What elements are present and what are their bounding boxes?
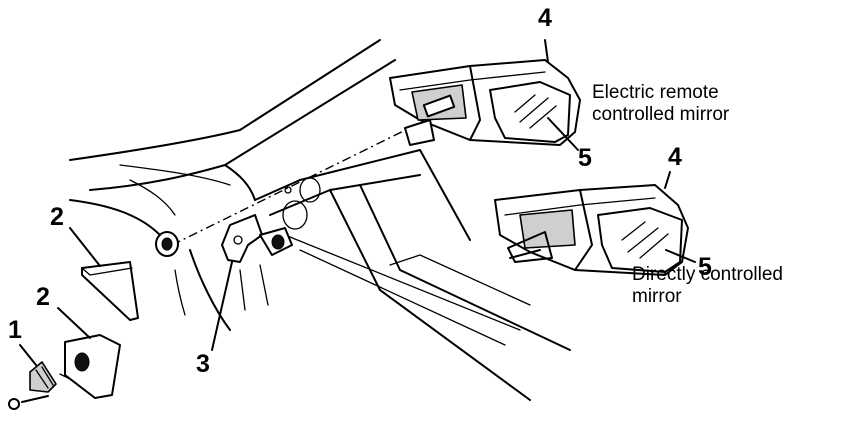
inner-garnish-lower	[64, 334, 121, 399]
leader-4-electric	[544, 39, 549, 63]
leader-3	[211, 261, 233, 351]
callout-part-4-electric: 4	[538, 4, 552, 32]
caption-electric-line-1: Electric remote	[592, 82, 719, 103]
callout-part-1: 1	[8, 316, 22, 344]
caption-direct-line-1: Directly controlled	[632, 264, 783, 285]
caption-electric-mirror: Electric remote controlled mirror	[592, 82, 729, 126]
leader-2-upper	[69, 227, 101, 267]
callout-part-5-electric: 5	[578, 144, 592, 172]
callout-part-4-direct: 4	[668, 143, 682, 171]
caption-electric-line-2: controlled mirror	[592, 104, 730, 125]
callout-part-3: 3	[196, 350, 210, 378]
cap-and-screw	[8, 361, 73, 410]
leader-5-direct	[665, 249, 696, 263]
callout-part-2-upper: 2	[50, 203, 64, 231]
door-body-outline	[69, 39, 571, 401]
leader-4-direct	[664, 171, 671, 189]
mounting-bracket	[221, 214, 293, 263]
direct-mirror-assembly	[494, 184, 689, 276]
caption-direct-line-2: mirror	[632, 286, 682, 307]
leader-5-electric	[547, 117, 579, 151]
callout-part-2-lower: 2	[36, 283, 50, 311]
grommet	[155, 231, 179, 257]
callout-part-5-direct: 5	[698, 253, 712, 281]
caption-direct-mirror: Directly controlled mirror	[632, 264, 783, 308]
electric-mirror-assembly	[389, 59, 581, 146]
inner-cover-upper	[81, 261, 139, 321]
leader-2-lower	[57, 307, 91, 339]
leader-1	[19, 344, 37, 366]
